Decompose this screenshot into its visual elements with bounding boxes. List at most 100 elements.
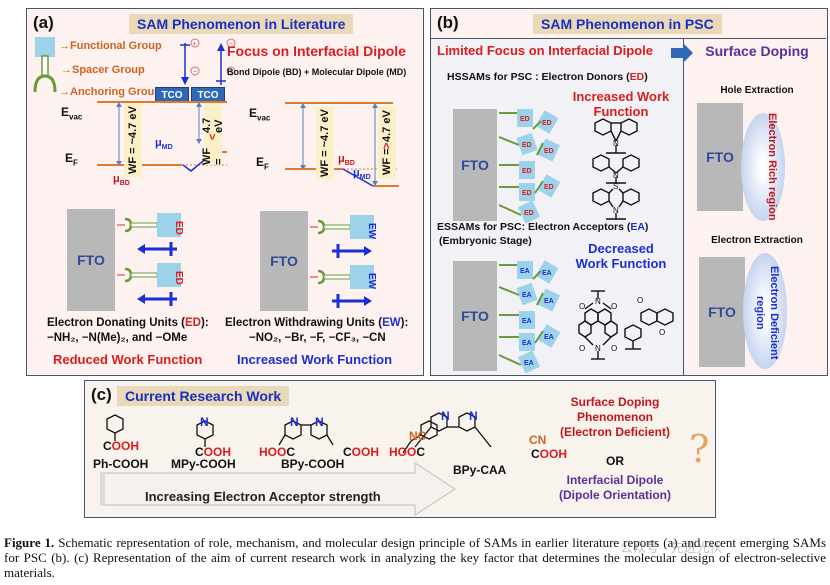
wf-label-right-1: WF = ~4.7 eV [316, 107, 334, 179]
hs-molecule-structure: N N S N [592, 118, 640, 220]
mu-sub: MD [161, 144, 173, 152]
bpy-n-2: N [315, 415, 324, 429]
tco-dipole-arrows: + − − + [180, 38, 236, 85]
panel-a-banner: SAM Phenomenon in Literature [129, 14, 354, 34]
t-abbr: EA [630, 221, 645, 233]
ew-units-title: Electron Withdrawing Units (EW): [225, 317, 408, 329]
ef-text: E [65, 151, 74, 165]
t-pre: Electron Withdrawing Units ( [225, 317, 383, 329]
mu-sub: BD [119, 180, 130, 188]
t-post: ): [400, 317, 409, 329]
es-molecule-structures: N N O O O O O O [578, 290, 674, 360]
molecule-name-mpy-cooh: MPy-COOH [171, 457, 236, 471]
evac-label-left: Evac [61, 105, 82, 121]
svg-text:ED: ED [522, 168, 532, 175]
legend-anchoring: →Anchoring Group [59, 86, 162, 98]
atom-n: N [595, 344, 601, 353]
panel-b: (b) SAM Phenomenon in PSC Limited Focus … [430, 8, 828, 376]
svg-text:ED: ED [544, 184, 554, 191]
svg-text:EA: EA [524, 360, 534, 367]
atom-o: O [659, 328, 665, 337]
atom-o: O [579, 302, 585, 311]
ef-sub: F [73, 158, 78, 168]
mu-bd-left: μBD [113, 173, 130, 187]
group-ooh: OOH [111, 439, 140, 453]
evac-text: E [249, 106, 258, 120]
hole-extraction-label: Hole Extraction [720, 85, 794, 96]
wf2-op: > [381, 142, 393, 149]
panel-b-label: (b) [437, 13, 459, 32]
mu-bd-right: μBD [338, 153, 355, 167]
group-c: C [195, 445, 204, 459]
svg-text:EA: EA [544, 298, 554, 305]
legend-spacer: →Spacer Group [61, 64, 145, 76]
wf-label-right-2: WF = > 4.7 eV [378, 107, 396, 179]
t-post: ) [644, 71, 648, 83]
hssam-title: HSSAMs for PSC : Electron Donors (ED) [447, 71, 648, 83]
atom-o: O [637, 296, 643, 305]
atom-o: O [579, 344, 585, 353]
svg-text:+: + [229, 69, 233, 76]
ed-sam-molecules: ED ED [117, 213, 184, 306]
option2-line1: Interfacial Dipole [566, 473, 664, 487]
ph-cooh-group: COOH [103, 439, 139, 453]
mpy-cooh-group: COOH [195, 445, 231, 459]
atom-o: O [611, 344, 617, 353]
molecule-name-bpy-caa: BPy-CAA [453, 463, 507, 477]
figure-caption: Figure 1. Schematic representation of ro… [4, 535, 826, 580]
right-arrow-icon [671, 43, 693, 63]
svg-text:ED: ED [544, 148, 554, 155]
electron-rich-label: Electron Rich region [766, 113, 778, 221]
focus-title: Focus on Interfacial Dipole [227, 43, 406, 59]
svg-text:EW: EW [366, 273, 377, 290]
wf2-pre: WF = [201, 147, 225, 165]
molecule-name-ph-cooh: Ph-COOH [93, 457, 149, 471]
bpy-cooh-group: COOH [343, 445, 379, 459]
legend-functional: →Functional Group [59, 40, 162, 52]
evac-label-right: Evac [249, 106, 270, 122]
mu-md-left: μMD [155, 137, 173, 151]
dipole-description: Bond Dipole (BD) + Molecular Dipole (MD) [227, 67, 407, 77]
electron-rich-ellipse [741, 113, 785, 221]
caa-nc-group: NC [409, 429, 427, 443]
option-surface-doping: Surface Doping Phenomenon (Electron Defi… [545, 395, 685, 440]
or-label: OR [606, 454, 624, 468]
reduced-wf-label: Reduced Work Function [53, 352, 203, 367]
mu-sub: BD [344, 160, 355, 168]
watermark: 公众号 · 先进光伏 [620, 540, 723, 555]
svg-text:ED: ED [524, 210, 534, 217]
option-interfacial-dipole: Interfacial Dipole (Dipole Orientation) [545, 473, 685, 503]
divider-vertical [683, 38, 684, 375]
svg-text:ED: ED [520, 116, 530, 123]
option1-line2: Phenomenon [576, 410, 653, 424]
acceptor-strength-arrow [100, 461, 457, 517]
svg-text:EA: EA [544, 334, 554, 341]
t-post: ) [644, 221, 649, 233]
evac-text: E [61, 105, 70, 119]
atom-n: N [595, 297, 601, 306]
svg-text:−: − [229, 41, 233, 48]
legend-functional-text: Functional Group [70, 40, 162, 52]
wf2-post: 4.7 eV [201, 117, 225, 134]
ed-units-title: Electron Donating Units (ED): [47, 317, 209, 329]
hs-increased-wf: Increased Work Function [572, 89, 670, 119]
atom-n: N [613, 171, 619, 180]
ew-examples: −NO₂, −Br, −F, −CF₃, −CN [249, 332, 386, 344]
svg-text:ED: ED [522, 142, 532, 149]
bpy-n-1: N [290, 415, 299, 429]
ef-sub: F [264, 162, 269, 172]
limited-focus-title: Limited Focus on Interfacial Dipole [437, 43, 653, 58]
electron-deficient-label: Electron Deficient region [754, 266, 780, 360]
wf-label-left-2: WF = < 4.7 eV [201, 103, 225, 165]
increased-wf-label: Increased Work Function [237, 352, 393, 367]
svg-text:EA: EA [522, 318, 532, 325]
svg-text:ED: ED [522, 190, 532, 197]
group-hoo: HOO [389, 445, 417, 459]
group-ooh: OOH [351, 445, 380, 459]
group-ooh: OOH [539, 447, 568, 461]
ew-sam-molecules: EW EW [310, 215, 377, 308]
ed-examples: −NH₂, −N(Me)₂, and −OMe [47, 332, 188, 344]
caption-text: Schematic representation of role, mechan… [4, 535, 827, 580]
group-c: C [416, 445, 426, 459]
